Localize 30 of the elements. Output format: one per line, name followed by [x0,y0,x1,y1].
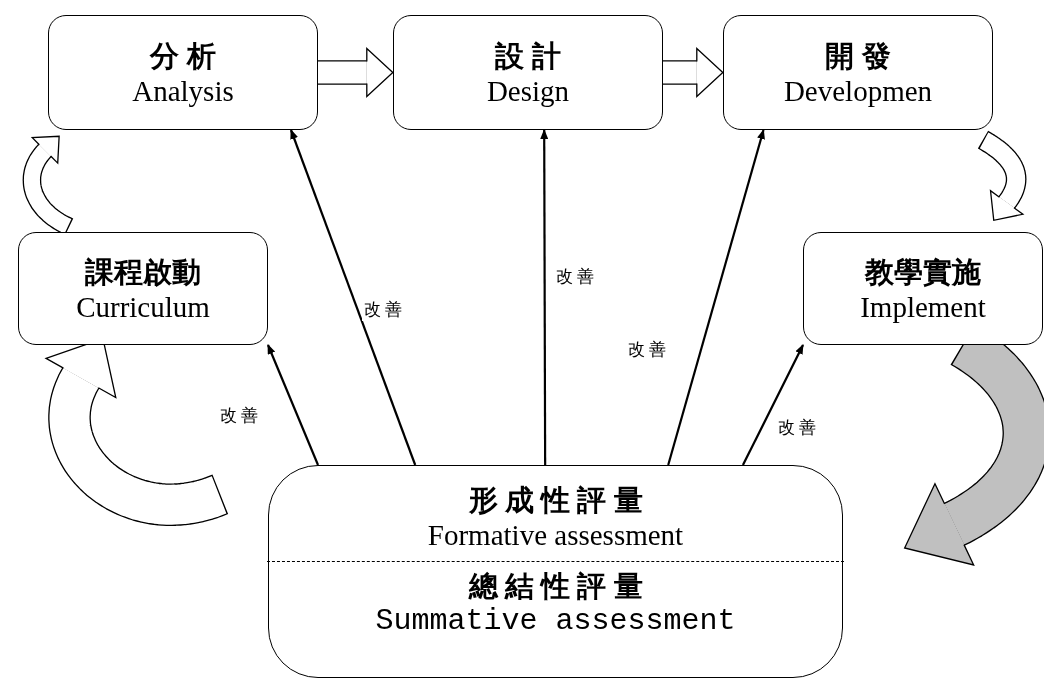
arrow [741,344,804,466]
edge-label: 改 善 [362,298,405,321]
edge-label: 改 善 [776,416,819,439]
chinese-heading: 教學實施 [865,254,981,290]
process-box [48,15,318,130]
chinese-heading: 形 成 性 評 量 [468,483,643,518]
arrow [540,129,549,465]
english-label: Summative assessment [375,604,736,638]
edge-label: 改 善 [554,265,597,288]
english-label: Formative assessment [427,518,684,552]
edge-label: 改 善 [218,404,261,427]
english-label: Implement [860,289,986,324]
edge-label: 改 善 [626,338,669,361]
english-label: Curriculum [76,289,210,324]
process-box [723,15,993,130]
chinese-heading: 設 計 [495,38,561,74]
arrow [289,129,417,466]
process-box [268,465,843,678]
chinese-heading: 開 發 [825,38,891,74]
process-box [18,232,268,345]
arrow [267,344,320,466]
process-box [393,15,663,130]
english-label: Analysis [132,73,234,108]
english-label: Developmen [783,73,933,108]
english-label: Design [486,73,570,108]
chinese-heading: 課程啟動 [85,254,201,290]
arrow [667,129,765,466]
process-box [803,232,1043,345]
chinese-heading: 分 析 [150,38,216,74]
chinese-heading: 總 結 性 評 量 [468,569,643,604]
